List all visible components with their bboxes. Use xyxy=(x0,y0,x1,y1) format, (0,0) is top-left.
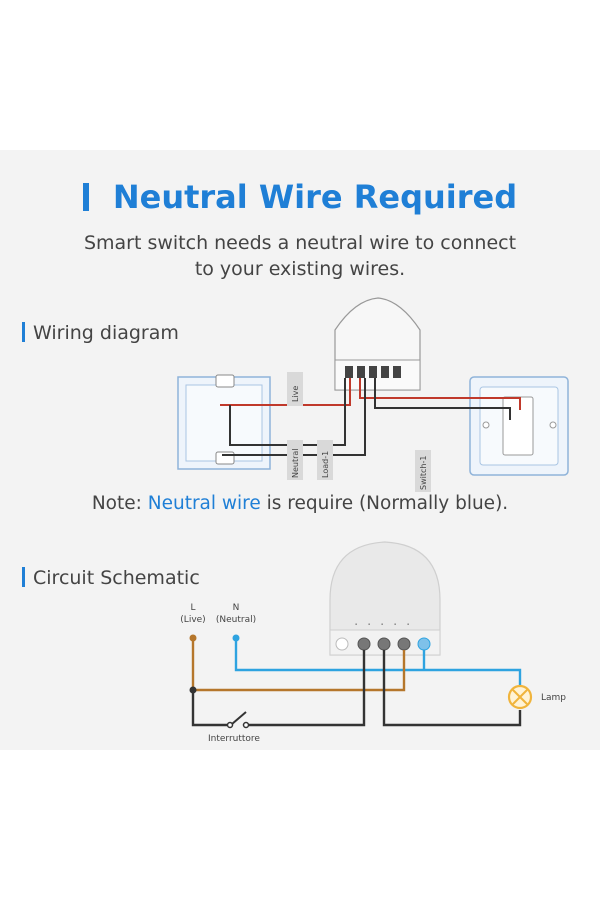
wire-tag-live: Live xyxy=(287,372,303,406)
wire-tag-switch-text: Switch-1 xyxy=(419,456,428,490)
heading-accent-bar-2 xyxy=(22,567,25,587)
svg-text:▪: ▪ xyxy=(355,622,357,628)
circuit-schematic-heading: Circuit Schematic xyxy=(22,567,200,589)
svg-text:▪: ▪ xyxy=(381,622,383,628)
smart-module-wiring xyxy=(334,297,421,391)
wire-tag-live-text: Live xyxy=(291,386,300,402)
wiring-heading-text: Wiring diagram xyxy=(33,322,179,344)
note-prefix: Note: xyxy=(91,493,148,514)
smart-module-schematic: ▪ ▪ ▪ ▪ ▪ xyxy=(329,541,441,656)
wire-tag-load-text: Load-1 xyxy=(321,451,330,478)
junction-box xyxy=(177,374,271,470)
live-label: L xyxy=(190,603,195,613)
lamp-icon xyxy=(507,684,533,710)
live-sublabel: (Live) xyxy=(180,615,205,625)
note-highlight: Neutral wire xyxy=(147,493,261,514)
subtitle-line-1: Smart switch needs a neutral wire to con… xyxy=(83,232,517,254)
note-suffix: is require (Normally blue). xyxy=(260,493,509,514)
wire-tag-switch: Switch-1 xyxy=(415,450,431,492)
wire-tag-neutral: Neutral xyxy=(287,440,303,480)
svg-text:▪: ▪ xyxy=(407,622,409,628)
wire-tag-neutral-text: Neutral xyxy=(291,448,300,478)
wiring-wires xyxy=(220,378,521,456)
heading-accent-bar xyxy=(22,322,25,342)
title-text: Neutral Wire Required xyxy=(112,178,518,216)
title-accent-bar xyxy=(82,183,89,211)
wiring-diagram-heading: Wiring diagram xyxy=(22,322,179,344)
wire-tag-load: Load-1 xyxy=(317,440,333,480)
neutral-label: N xyxy=(233,603,240,613)
subtitle-line-2: to your existing wires. xyxy=(194,258,406,280)
svg-text:▪: ▪ xyxy=(394,622,396,628)
switch-label: Interruttore xyxy=(208,734,260,744)
switch-symbol xyxy=(226,711,250,729)
page-title: Neutral Wire Required xyxy=(0,178,600,216)
neutral-sublabel: (Neutral) xyxy=(216,615,256,625)
subtitle: Smart switch needs a neutral wire to con… xyxy=(0,230,600,282)
neutral-note: Note: Neutral wire is require (Normally … xyxy=(0,493,600,514)
schematic-heading-text: Circuit Schematic xyxy=(33,567,200,589)
svg-text:▪: ▪ xyxy=(368,622,370,628)
lamp-label: Lamp xyxy=(541,693,566,703)
schematic-wires xyxy=(191,638,522,727)
wall-switch xyxy=(469,376,569,476)
